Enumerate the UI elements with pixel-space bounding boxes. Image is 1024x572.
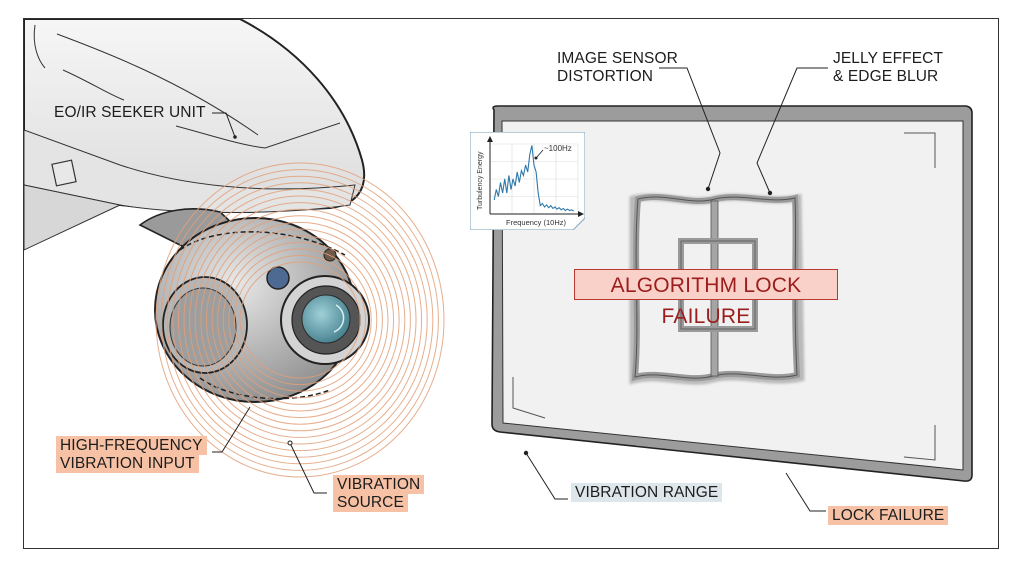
label-vibration-source-line2: SOURCE (333, 493, 408, 512)
label-jelly-effect-line2: & EDGE BLUR (833, 68, 939, 85)
x-axis-arrow-icon (578, 211, 584, 217)
leader-vibration-range (525, 452, 568, 500)
spectrum-inset: ~100Hz Frequency (10Hz) Turbulency Energ… (469, 131, 586, 231)
vibration-ring (172, 182, 428, 458)
label-vibration-range-text: VIBRATION RANGE (571, 483, 723, 502)
spectrum-line (493, 145, 575, 212)
label-vibration-range: VIBRATION RANGE (571, 483, 723, 502)
vibration-ring (200, 215, 400, 425)
algorithm-lock-failure-alert: ALGORITHM LOCK FAILURE (574, 269, 838, 328)
label-seeker-unit: EO/IR SEEKER UNIT (54, 104, 206, 121)
vibration-ring (222, 241, 378, 399)
label-vibration-input-line1: HIGH-FREQUENCY (56, 436, 207, 455)
y-axis-label: Turbulency Energy (477, 151, 484, 210)
vibration-ring (161, 169, 439, 471)
leader-sensor-distortion (659, 67, 721, 190)
label-jelly-effect: JELLY EFFECT & EDGE BLUR (833, 50, 943, 86)
label-vibration-source-line1: VIBRATION (333, 475, 425, 494)
seeker-lower-skirt (24, 184, 122, 251)
spectrum-chart: ~100Hz Frequency (10Hz) Turbulency Energ… (469, 131, 586, 231)
leader-vibration-source (289, 442, 327, 494)
vibration-ring (239, 261, 361, 379)
seeker-port (51, 159, 77, 187)
label-lock-failure-text: LOCK FAILURE (828, 506, 949, 525)
vibration-ring (211, 228, 389, 412)
y-axis-arrow-icon (487, 136, 493, 142)
label-lock-failure: LOCK FAILURE (828, 506, 949, 525)
label-vibration-input: HIGH-FREQUENCY VIBRATION INPUT (56, 436, 207, 473)
leader-seeker (212, 112, 236, 138)
seeker-underside (24, 129, 356, 213)
leader-vibration-input (212, 406, 251, 453)
vibration-ring (183, 195, 417, 445)
leader-lock-failure (785, 472, 826, 512)
peak-annotation-leader (536, 149, 544, 158)
vibration-ring (194, 208, 406, 432)
vibration-ring (189, 202, 411, 438)
vibration-ring (155, 162, 445, 478)
label-sensor-distortion-line1: IMAGE SENSOR (557, 50, 678, 67)
vibration-ring (177, 188, 423, 452)
leader-jelly-effect (756, 67, 828, 194)
vibration-ring (228, 248, 372, 392)
label-sensor-distortion: IMAGE SENSOR DISTORTION (557, 50, 678, 86)
peak-marker (534, 156, 538, 160)
peak-annotation: ~100Hz (544, 144, 572, 153)
vibration-ring (205, 221, 395, 419)
label-vibration-input-line2: VIBRATION INPUT (56, 454, 199, 473)
x-axis-label: Frequency (10Hz) (506, 218, 567, 227)
label-vibration-source: VIBRATION SOURCE (333, 475, 425, 512)
vibration-ring (233, 254, 367, 386)
label-sensor-distortion-line2: DISTORTION (557, 68, 654, 85)
ir-sensor (266, 266, 290, 290)
vibration-rings (155, 162, 445, 478)
label-jelly-effect-line1: JELLY EFFECT (833, 50, 944, 67)
vibration-ring (217, 235, 383, 405)
